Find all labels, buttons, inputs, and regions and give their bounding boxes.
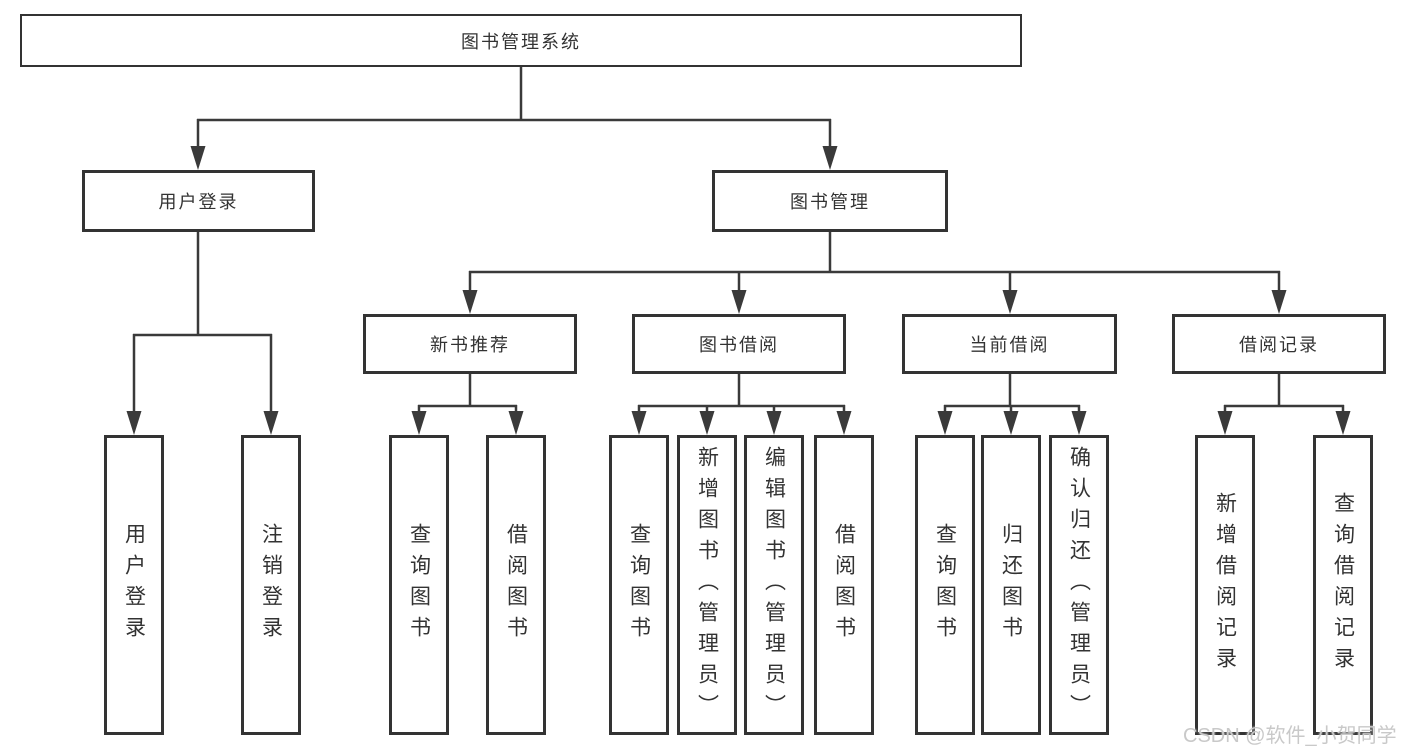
node-label: 新书推荐: [430, 335, 510, 355]
node-label: 图书管理: [790, 192, 870, 212]
arrowheads: [126, 146, 1351, 435]
node-label: 图书管理系统: [461, 31, 581, 52]
leaf-confirm-return-admin: 确认归还（管理员）: [1049, 435, 1109, 735]
node-label: 确认归还（管理员）: [1067, 445, 1091, 725]
node-label: 编辑图书（管理员）: [762, 445, 786, 725]
node-label: 新增图书（管理员）: [695, 445, 719, 725]
node-label: 图书借阅: [699, 335, 779, 355]
node-label: 借阅图书: [832, 523, 856, 647]
leaf-borrow-books-recommend: 借阅图书: [486, 435, 546, 735]
leaf-query-books-current: 查询图书: [915, 435, 975, 735]
node-book-borrow: 图书借阅: [632, 314, 846, 374]
leaf-user-login: 用户登录: [104, 435, 164, 735]
leaf-add-book-admin: 新增图书（管理员）: [677, 435, 737, 735]
node-label: 借阅记录: [1239, 335, 1319, 355]
leaf-return-book: 归还图书: [981, 435, 1041, 735]
node-book-management: 图书管理: [712, 170, 948, 232]
connector-lines: [132, 66, 1345, 415]
leaf-query-books-borrow: 查询图书: [609, 435, 669, 735]
node-current-borrow: 当前借阅: [902, 314, 1117, 374]
node-label: 用户登录: [158, 192, 239, 212]
node-label: 归还图书: [999, 523, 1023, 647]
leaf-query-books-recommend: 查询图书: [389, 435, 449, 735]
node-label: 新增借阅记录: [1213, 492, 1237, 678]
leaf-query-borrow-record: 查询借阅记录: [1313, 435, 1373, 735]
node-label: 用户登录: [122, 523, 146, 647]
node-label: 查询图书: [933, 523, 957, 647]
node-new-book-recommend: 新书推荐: [363, 314, 577, 374]
leaf-add-borrow-record: 新增借阅记录: [1195, 435, 1255, 735]
node-label: 注销登录: [259, 523, 283, 647]
leaf-logout: 注销登录: [241, 435, 301, 735]
node-label: 查询借阅记录: [1331, 492, 1355, 678]
node-root: 图书管理系统: [20, 14, 1022, 67]
node-label: 查询图书: [627, 523, 651, 647]
watermark: CSDN @软件_小贺同学: [1183, 725, 1397, 747]
node-label: 当前借阅: [969, 335, 1050, 355]
node-user-login: 用户登录: [82, 170, 315, 232]
leaf-borrow-books: 借阅图书: [814, 435, 874, 735]
node-label: 查询图书: [407, 523, 431, 647]
leaf-edit-book-admin: 编辑图书（管理员）: [744, 435, 804, 735]
node-label: 借阅图书: [504, 523, 528, 647]
node-borrow-records: 借阅记录: [1172, 314, 1386, 374]
